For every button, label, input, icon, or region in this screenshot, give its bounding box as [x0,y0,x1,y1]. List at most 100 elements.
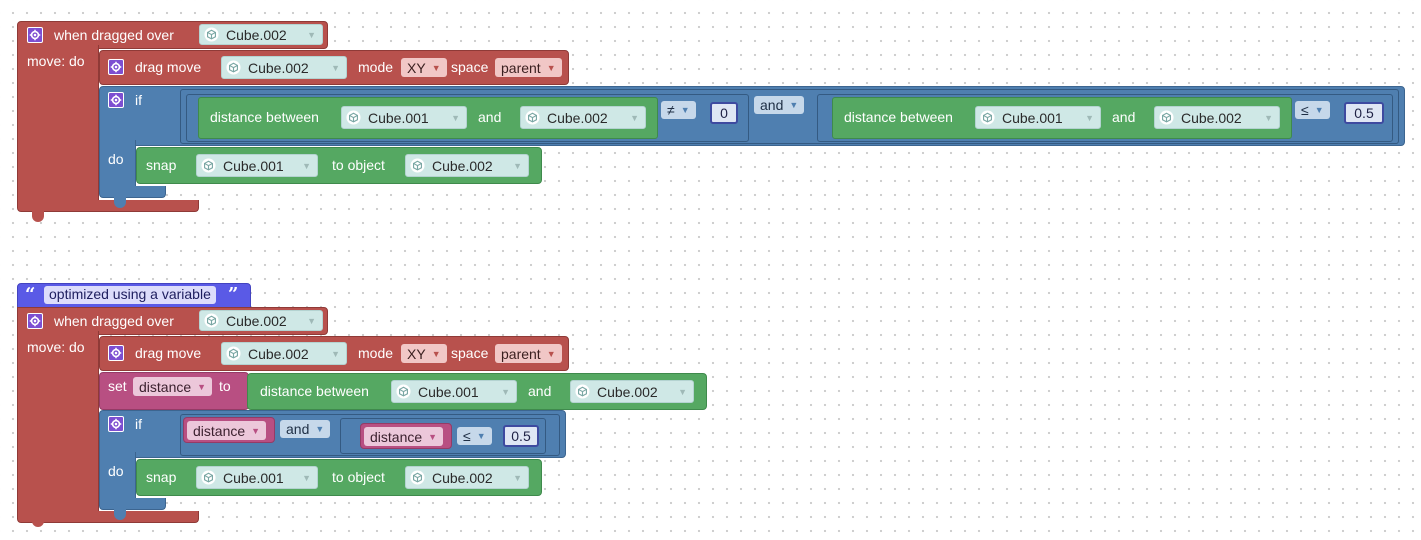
event-body[interactable] [17,45,99,207]
open-quote-icon: “ [25,284,36,305]
cube-icon [1159,110,1174,125]
set-object-b-field[interactable]: Cube.002 ▼ [570,380,694,403]
chevron-down-icon: ▼ [302,160,311,171]
gear-icon[interactable] [108,92,124,108]
cube-icon [226,60,241,75]
distance-between-label: distance between [210,109,319,125]
space-dropdown[interactable]: parent▼ [495,58,562,77]
chevron-down-icon: ▼ [513,160,522,171]
mode-label: mode [358,345,394,361]
logic-operator-dropdown[interactable]: and▼ [754,96,805,114]
gear-icon[interactable] [27,313,43,329]
cond2-value-field[interactable]: 0.5 [1344,102,1384,124]
drag-move-object-field[interactable]: Cube.002 ▼ [221,342,347,365]
snap-object-a-field[interactable]: Cube.001 ▼ [196,154,318,177]
cube-icon [410,470,425,485]
if-body[interactable] [99,140,136,192]
space-label: space [451,59,489,75]
cube-icon [980,110,995,125]
event-object-field[interactable]: Cube.002 ▼ [199,24,323,45]
chevron-down-icon: ▼ [1314,105,1324,115]
to-label: to [219,378,231,394]
event-label: when dragged over [54,27,174,43]
chevron-down-icon: ▼ [331,348,340,359]
to-object-label: to object [332,469,385,485]
if-body[interactable] [99,452,136,504]
chevron-down-icon: ▼ [307,29,316,40]
cond1-value-field[interactable]: 0 [710,102,738,124]
cube-icon [410,158,425,173]
snap-object-b-field[interactable]: Cube.002 ▼ [405,466,529,489]
if-bottom-connector [114,508,126,520]
if-label: if [135,416,142,432]
distance-between-label: distance between [844,109,953,125]
variable-b-dropdown[interactable]: distance▼ [364,427,444,446]
space-dropdown[interactable]: parent▼ [495,344,562,363]
cond1-object-b-field[interactable]: Cube.002 ▼ [520,106,646,129]
chevron-down-icon: ▼ [513,472,522,483]
event-footer[interactable] [17,511,199,523]
chevron-down-icon: ▼ [428,431,438,442]
mode-dropdown[interactable]: XY▼ [401,58,447,77]
cube-icon [201,470,216,485]
chevron-down-icon: ▼ [680,105,690,115]
drag-move-object-field[interactable]: Cube.002 ▼ [221,56,347,79]
comment-text[interactable]: optimized using a variable [44,286,216,304]
snap-object-a-field[interactable]: Cube.001 ▼ [196,466,318,489]
compare-operator-dropdown[interactable]: ≤▼ [457,427,492,445]
gear-icon[interactable] [27,27,43,43]
chevron-down-icon: ▼ [501,386,510,397]
chevron-down-icon: ▼ [251,425,261,436]
chevron-down-icon: ▼ [431,348,441,359]
if-footer[interactable] [99,186,166,198]
cond2-operator-dropdown[interactable]: ≤▼ [1295,101,1330,119]
cube-icon [204,27,219,42]
logic-operator-dropdown[interactable]: and▼ [280,420,331,438]
space-label: space [451,345,489,361]
chevron-down-icon: ▼ [789,100,799,110]
chevron-down-icon: ▼ [307,315,316,326]
chevron-down-icon: ▼ [1085,112,1094,123]
chevron-down-icon: ▼ [315,424,325,434]
event-label: when dragged over [54,313,174,329]
gear-icon[interactable] [108,345,124,361]
if-do-label: do [108,151,124,167]
set-variable-dropdown[interactable]: distance▼ [133,377,213,396]
cube-icon [201,158,216,173]
cube-icon [204,313,219,328]
cube-icon [396,384,411,399]
mode-dropdown[interactable]: XY▼ [401,344,447,363]
variable-a-dropdown[interactable]: distance▼ [187,421,267,440]
gear-icon[interactable] [108,416,124,432]
chevron-down-icon: ▼ [1264,112,1273,123]
cond1-operator-dropdown[interactable]: ≠▼ [661,101,696,119]
cube-icon [346,110,361,125]
cond2-object-a-field[interactable]: Cube.001 ▼ [975,106,1101,129]
snap-label: snap [146,157,177,173]
move-do-label: move: do [27,339,85,355]
event-footer[interactable] [17,200,199,212]
if-bottom-connector [114,196,126,208]
gear-icon[interactable] [108,59,124,75]
event-bottom-connector [32,521,44,527]
set-object-a-field[interactable]: Cube.001 ▼ [391,380,517,403]
cube-icon [226,346,241,361]
chevron-down-icon: ▼ [302,472,311,483]
chevron-down-icon: ▼ [197,381,207,392]
compare-value-field[interactable]: 0.5 [503,425,539,447]
drag-move-label: drag move [135,345,202,361]
and-label: and [478,109,502,125]
event-object-field[interactable]: Cube.002 ▼ [199,310,323,331]
event-body[interactable] [17,331,99,519]
if-label: if [135,92,142,108]
drag-move-block[interactable] [99,336,569,371]
chevron-down-icon: ▼ [678,386,687,397]
cube-icon [575,384,590,399]
snap-object-b-field[interactable]: Cube.002 ▼ [405,154,529,177]
to-object-label: to object [332,157,385,173]
if-footer[interactable] [99,498,166,510]
cond1-object-a-field[interactable]: Cube.001 ▼ [341,106,467,129]
chevron-down-icon: ▼ [451,112,460,123]
chevron-down-icon: ▼ [546,348,556,359]
cond2-object-b-field[interactable]: Cube.002 ▼ [1154,106,1280,129]
